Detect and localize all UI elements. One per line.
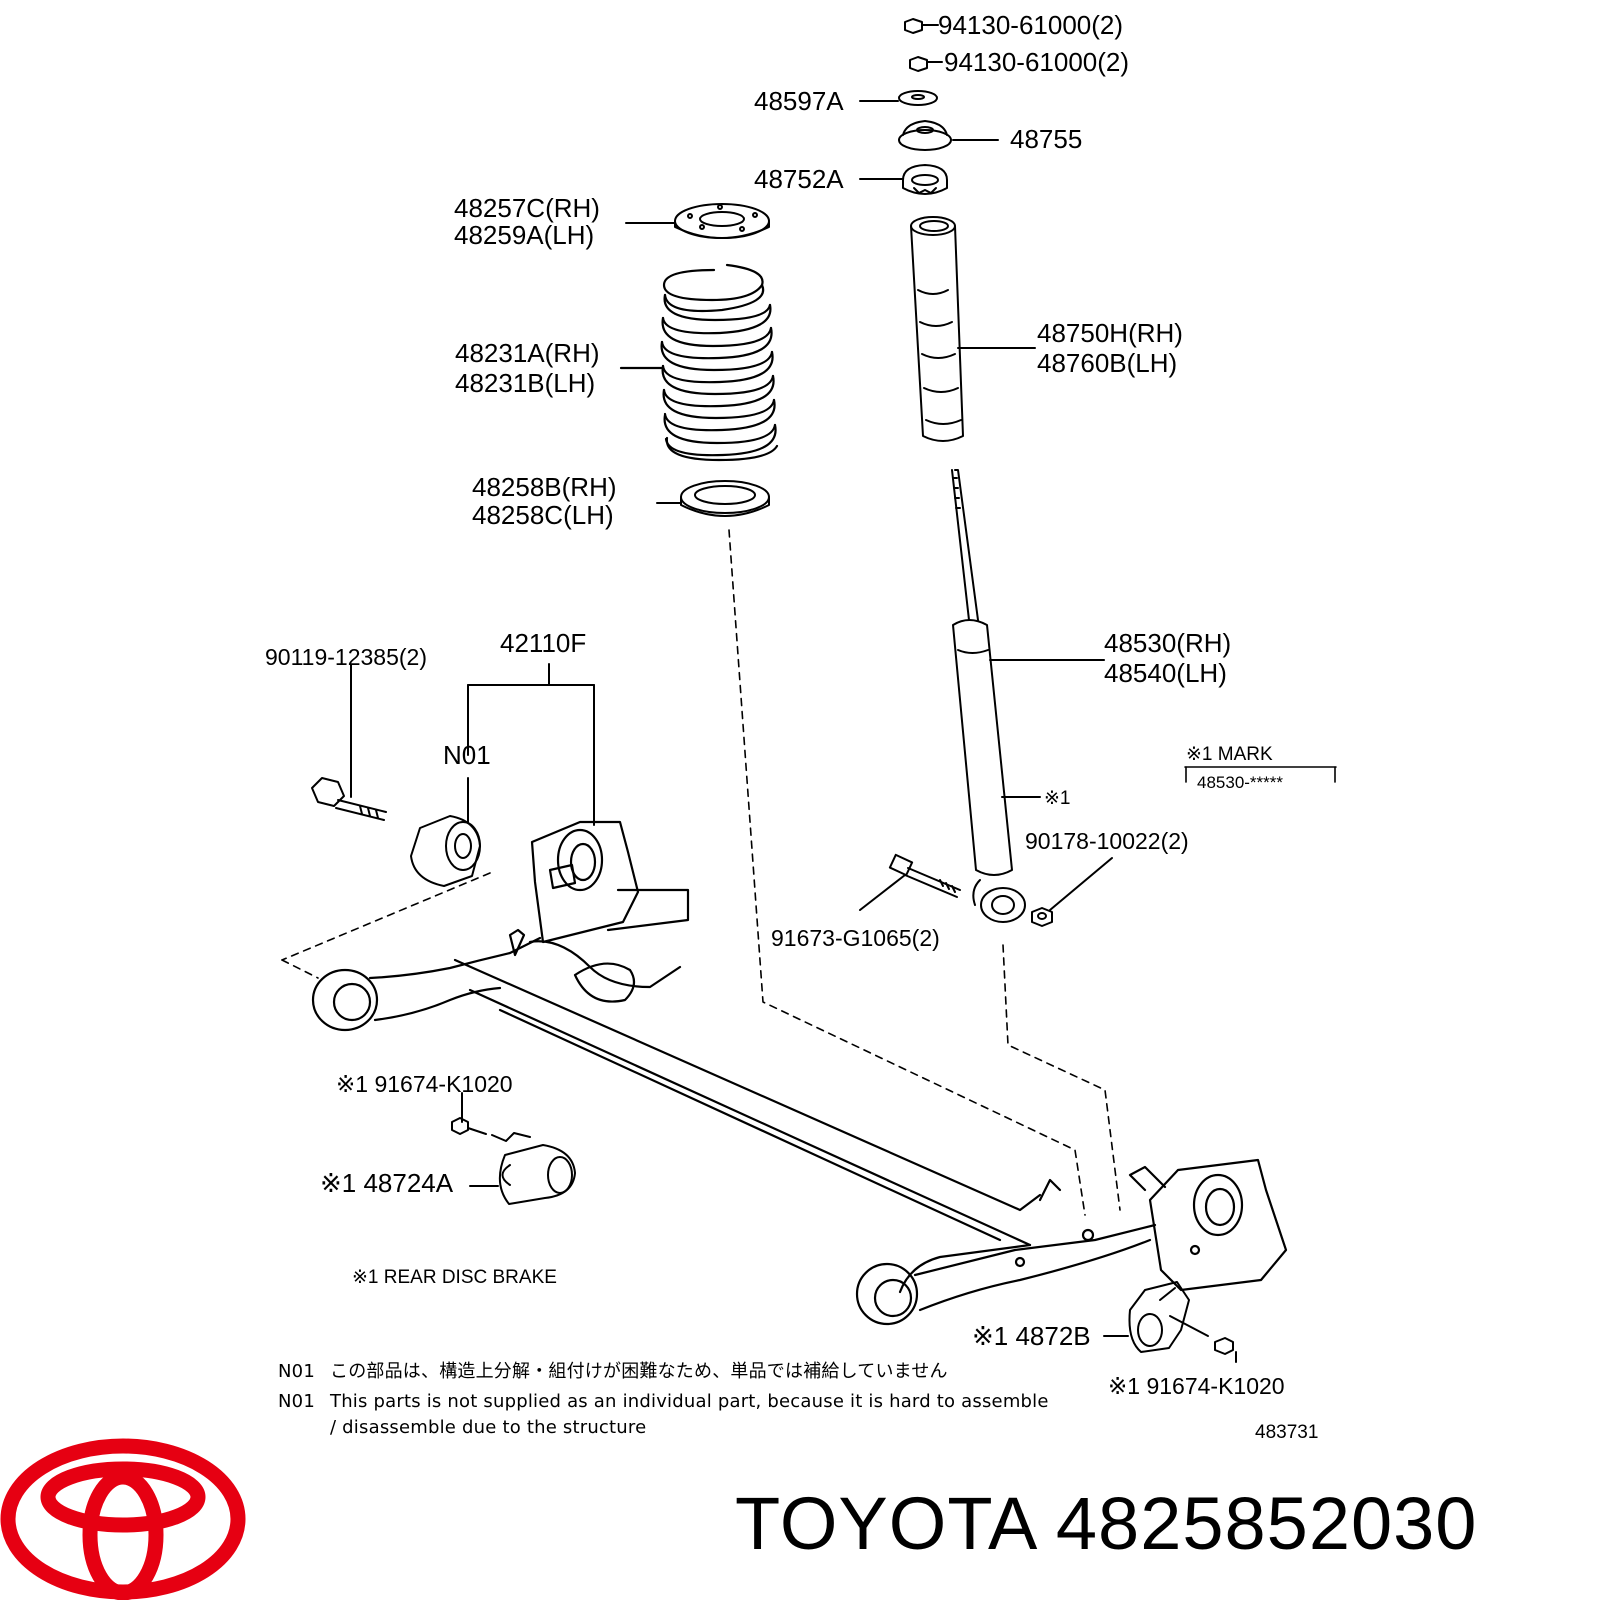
bolt-icon (860, 855, 960, 910)
label-support: 48752A (754, 164, 844, 194)
label-brake-note: ※1 REAR DISC BRAKE (352, 1267, 557, 1288)
label-insulator-lower-rh: 48258B(RH) (472, 472, 617, 502)
label-nut-2: 94130-61000(2) (944, 47, 1130, 77)
label-nut-absorber: 90178-10022(2) (1025, 828, 1189, 854)
label-insulator-lower-lh: 48258C(LH) (472, 500, 614, 530)
label-bolt-bracket-right: ※1 91674-K1020 (1108, 1373, 1285, 1399)
washer-icon (860, 91, 937, 105)
label-mark-title: ※1 MARK (1186, 744, 1273, 765)
label-cushion: 48755 (1010, 124, 1083, 154)
note-english: This parts is not supplied as an individ… (330, 1391, 1049, 1412)
nut-icon (1032, 858, 1112, 926)
bushing-icon (411, 778, 480, 886)
label-nut-1: 94130-61000(2) (938, 10, 1124, 40)
diagram-number: 483731 (1255, 1422, 1319, 1443)
toyota-logo (0, 1438, 246, 1600)
axle-beam-icon (313, 822, 1286, 1324)
label-absorber-lh: 48540(LH) (1104, 658, 1227, 688)
label-beam: 42110F (500, 628, 587, 658)
note-english: / disassemble due to the structure (330, 1417, 647, 1438)
label-bracket-right: ※1 4872B (972, 1321, 1091, 1351)
label-insulator-upper-rh: 48257C(RH) (454, 193, 600, 223)
bracket-left-icon (452, 1093, 575, 1204)
label-bumper-lh: 48760B(LH) (1037, 348, 1178, 378)
nut-icon (905, 19, 942, 71)
brand-caption: TOYOTA 4825852030 (735, 1482, 1478, 1565)
label-bolt-beam: 90119-12385(2) (265, 644, 427, 670)
spring-insulator-upper-icon (626, 204, 769, 238)
assembly-dashed-lines (281, 529, 1121, 1216)
note-code: N01 (278, 1391, 315, 1412)
shock-absorber-icon (952, 470, 1104, 922)
label-bushing: N01 (443, 740, 491, 770)
label-bracket-left: ※1 48724A (320, 1168, 454, 1198)
note-code: N01 (278, 1361, 315, 1382)
label-insulator-upper-lh: 48259A(LH) (454, 220, 595, 250)
label-absorber-rh: 48530(RH) (1104, 628, 1232, 658)
label-bumper-rh: 48750H(RH) (1037, 318, 1183, 348)
leader-bracket (468, 664, 594, 825)
bracket-right-icon (1104, 1282, 1236, 1362)
label-bolt-bracket-left: ※1 91674-K1020 (336, 1071, 513, 1097)
label-bolt-absorber: 91673-G1065(2) (771, 925, 940, 951)
bolt-icon (312, 665, 386, 820)
spring-insulator-lower-icon (657, 481, 769, 516)
note-japanese: この部品は、構造上分解・組付けが困難なため、単品では補給していません (330, 1361, 948, 1382)
label-spring-rh: 48231A(RH) (455, 338, 600, 368)
label-mark-value: 48530-***** (1197, 773, 1284, 792)
label-mark-ref: ※1 (1044, 788, 1071, 809)
cushion-icon (899, 121, 998, 150)
label-spring-lh: 48231B(LH) (455, 368, 596, 398)
coil-spring-icon (621, 265, 777, 460)
mark-box (1184, 766, 1337, 783)
support-icon (860, 165, 947, 194)
label-washer: 48597A (754, 86, 844, 116)
bump-stopper-icon (911, 217, 1035, 441)
